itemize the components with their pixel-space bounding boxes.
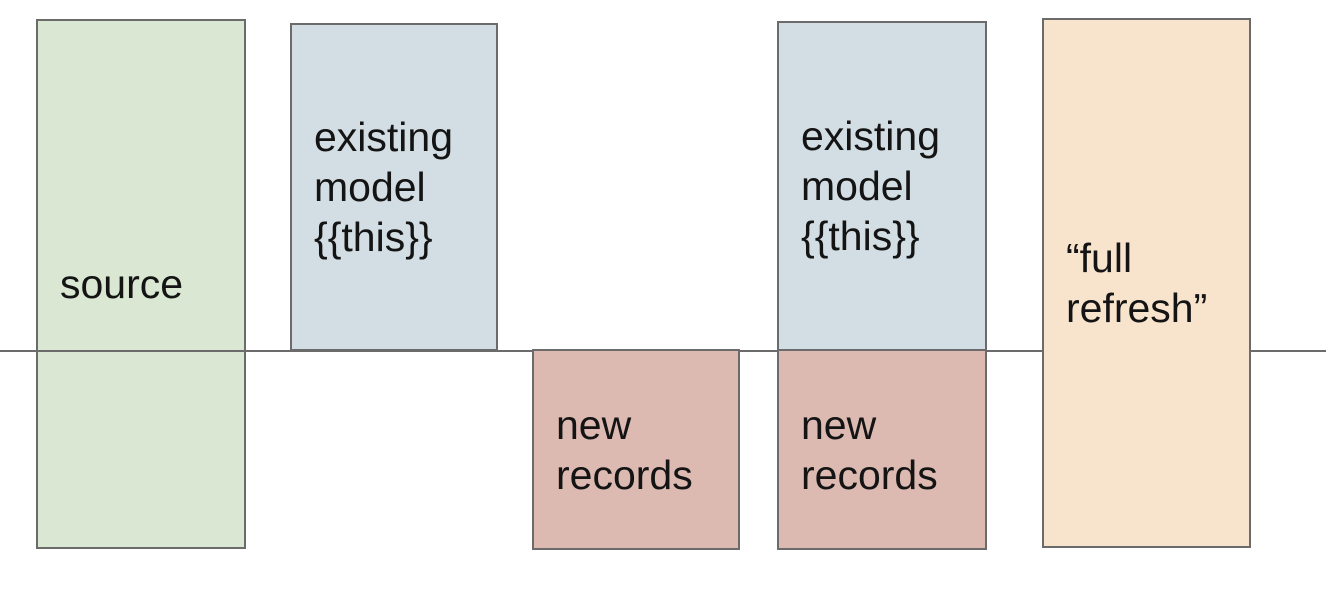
box-existing-model-1-label: existing model {{this}} xyxy=(314,114,454,260)
box-new-records-1-label: new records xyxy=(556,401,693,498)
box-existing-model-2-label: existing model {{this}} xyxy=(801,113,941,259)
box-source: source xyxy=(36,19,246,549)
box-new-records-1: new records xyxy=(532,349,740,550)
box-full-refresh: “full refresh” xyxy=(1042,18,1251,548)
box-existing-model-1: existing model {{this}} xyxy=(290,23,498,351)
box-new-records-2: new records xyxy=(777,349,987,550)
box-source-label: source xyxy=(60,261,184,307)
box-new-records-2-label: new records xyxy=(801,401,938,498)
box-full-refresh-label: “full refresh” xyxy=(1066,235,1208,331)
box-existing-model-2: existing model {{this}} xyxy=(777,21,987,351)
